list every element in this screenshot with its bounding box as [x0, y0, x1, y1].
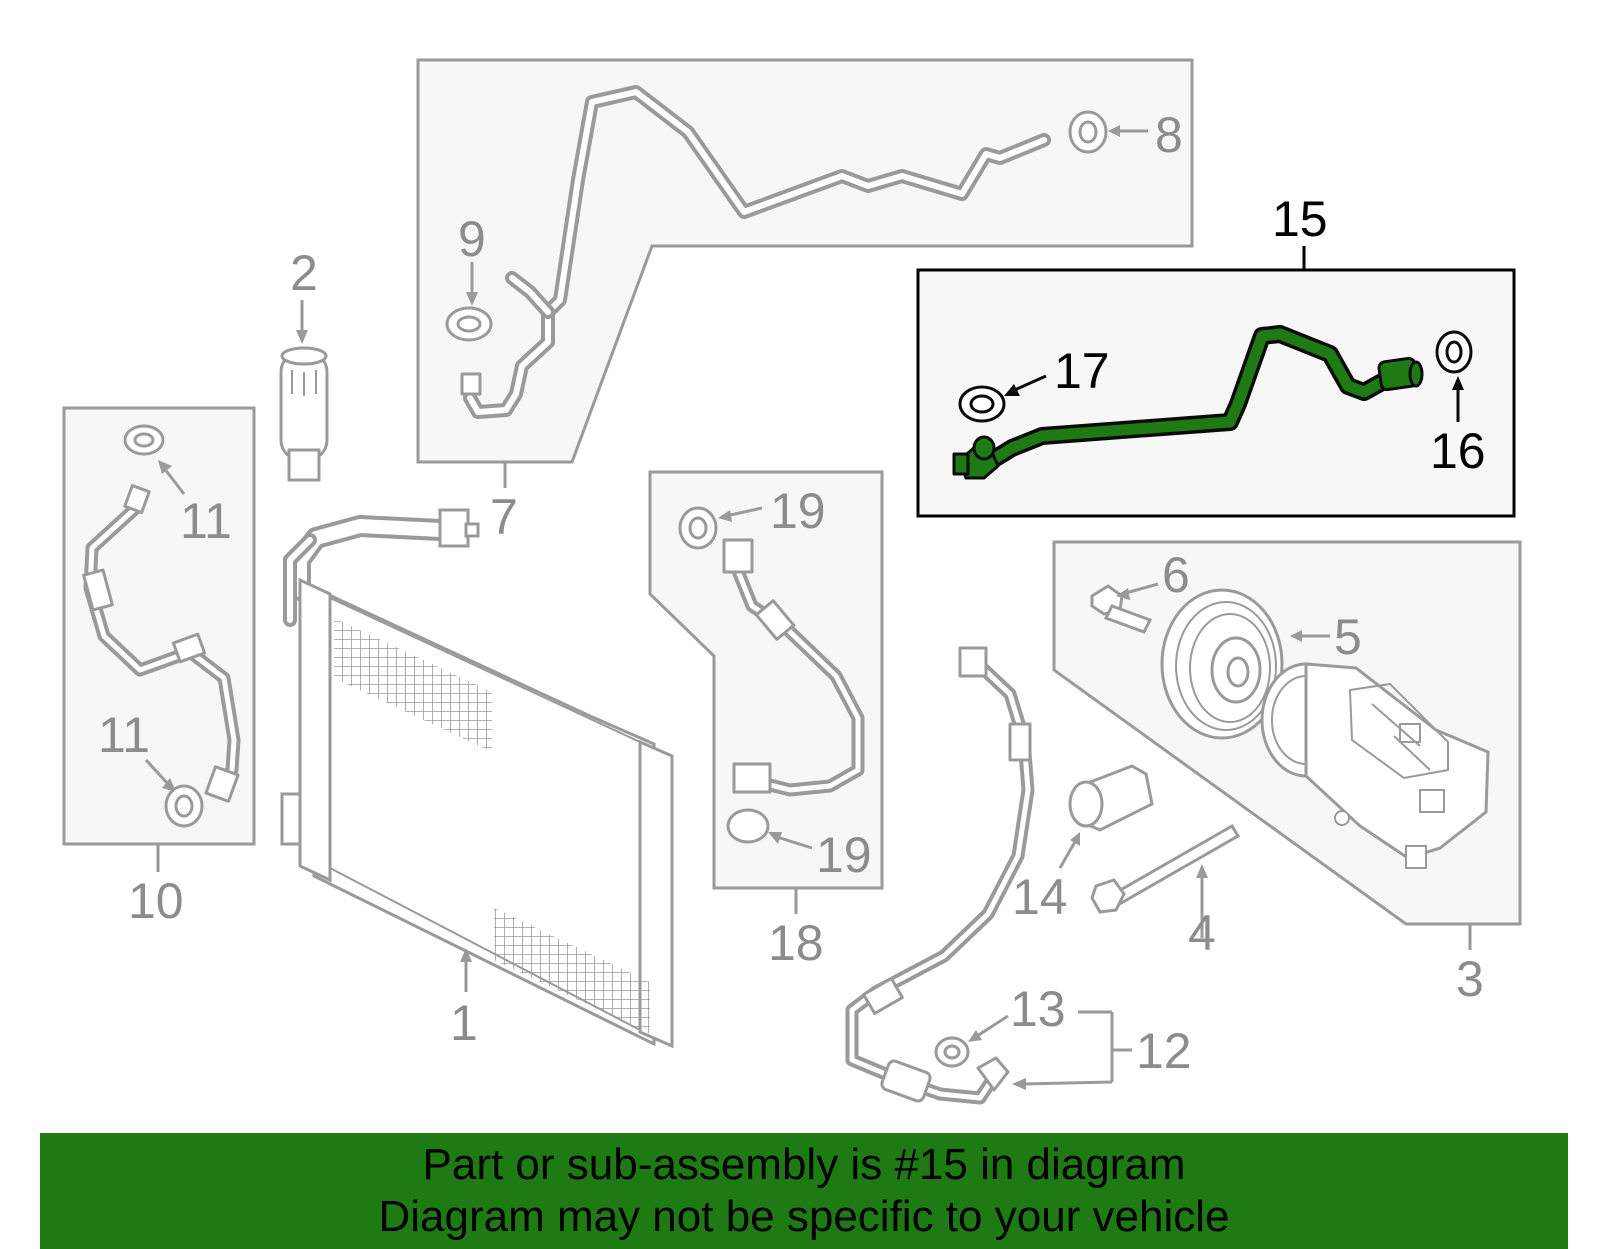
callout-6: 6	[1162, 547, 1190, 603]
part-10-hose-group[interactable]: 11 11 10	[62, 406, 256, 929]
callout-11-top: 11	[180, 493, 232, 549]
part-16-o-ring[interactable]: 16	[1430, 330, 1486, 479]
callout-7: 7	[490, 489, 518, 545]
part-11-o-ring-top[interactable]: 11	[123, 424, 232, 549]
part-10-hose	[82, 484, 241, 803]
callout-15: 15	[1272, 191, 1328, 247]
callout-4: 4	[1188, 905, 1216, 961]
callout-16: 16	[1430, 423, 1486, 479]
callout-17: 17	[1054, 343, 1110, 399]
part-3-compressor-group[interactable]: 6 5 3	[1052, 540, 1522, 1007]
part-18-hose	[722, 538, 865, 797]
callout-5: 5	[1334, 609, 1362, 665]
part-19-o-ring-top[interactable]: 19	[678, 483, 826, 550]
banner-line-2: Diagram may not be specific to your vehi…	[378, 1192, 1230, 1241]
part-6-bolt[interactable]: 6	[1090, 547, 1190, 634]
part-8-o-ring[interactable]: 8	[1068, 107, 1183, 163]
part-19-o-ring-bottom[interactable]: 19	[726, 808, 872, 883]
part-info-banner: Part or sub-assembly is #15 in diagram D…	[40, 1133, 1568, 1249]
callout-8: 8	[1155, 107, 1183, 163]
callout-12: 12	[1136, 1023, 1192, 1079]
part-17-o-ring[interactable]: 17	[958, 343, 1110, 423]
callout-1: 1	[450, 995, 478, 1051]
part-11-o-ring-bottom[interactable]: 11	[98, 707, 204, 828]
part-12-hose[interactable]: 13 12	[845, 646, 1192, 1105]
part-18-hose-group[interactable]: 19 19 18	[648, 470, 884, 971]
part-1-condenser[interactable]: 1	[280, 508, 674, 1051]
part-5-clutch-pulley[interactable]: 5	[1160, 588, 1362, 740]
part-15-ac-hose[interactable]	[952, 325, 1424, 480]
callout-19-top: 19	[770, 483, 826, 539]
part-7-hose-group[interactable]: 8 9 7	[416, 58, 1194, 545]
callout-10: 10	[128, 873, 184, 929]
part-9-o-ring[interactable]: 9	[445, 211, 493, 342]
part-2-drier[interactable]: 2	[279, 245, 329, 482]
part-3-compressor-body	[1260, 662, 1490, 869]
part-14-valve[interactable]: 14	[1012, 764, 1154, 925]
banner-line-1: Part or sub-assembly is #15 in diagram	[422, 1140, 1186, 1189]
callout-13: 13	[1010, 981, 1066, 1037]
callout-11-bottom: 11	[98, 707, 150, 763]
part-13-o-ring[interactable]: 13	[934, 981, 1066, 1068]
callout-2: 2	[290, 245, 318, 301]
part-7-hose	[460, 85, 1051, 419]
callout-18: 18	[768, 915, 824, 971]
callout-19-bottom: 19	[816, 827, 872, 883]
callout-9: 9	[458, 211, 486, 267]
callout-14: 14	[1012, 869, 1068, 925]
part-15-hose-group[interactable]: 15 17 16	[916, 191, 1516, 518]
part-4-bolt[interactable]: 4	[1090, 823, 1241, 961]
callout-3: 3	[1456, 951, 1484, 1007]
